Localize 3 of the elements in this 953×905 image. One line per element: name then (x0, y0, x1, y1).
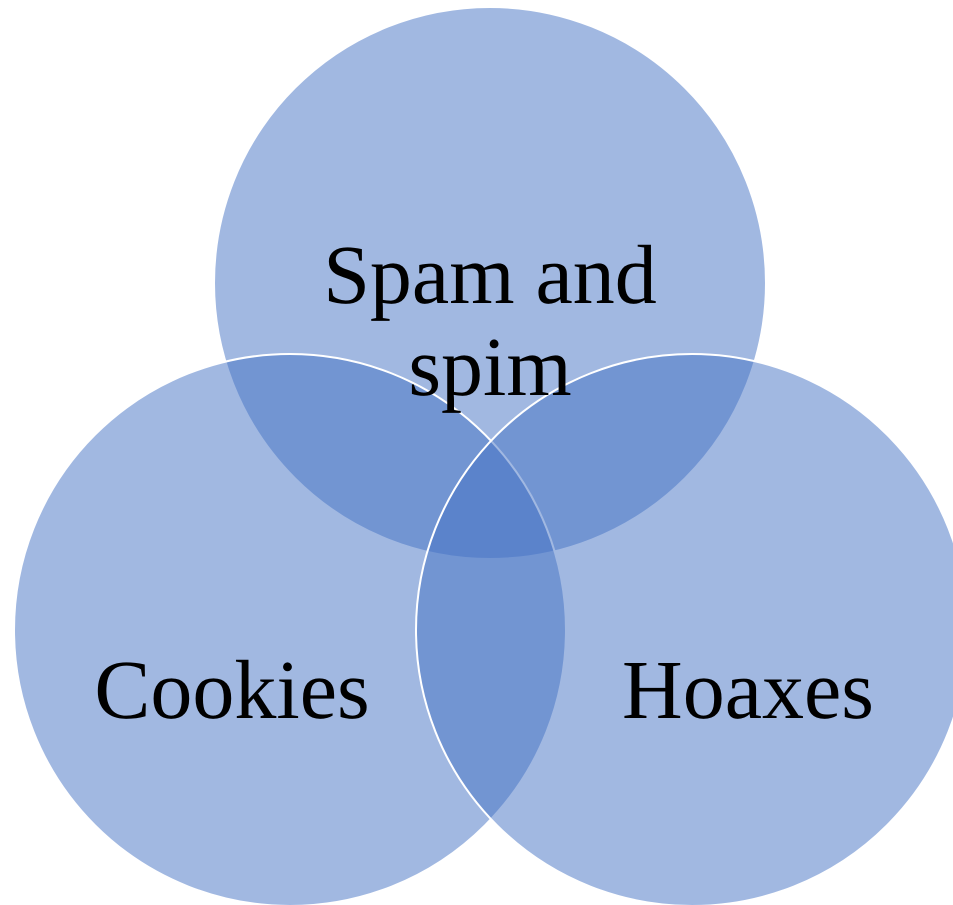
circle-label: Cookies (93, 645, 371, 737)
circle-label: Hoaxes (621, 645, 875, 737)
circle-label: Spam and spim (322, 230, 658, 414)
